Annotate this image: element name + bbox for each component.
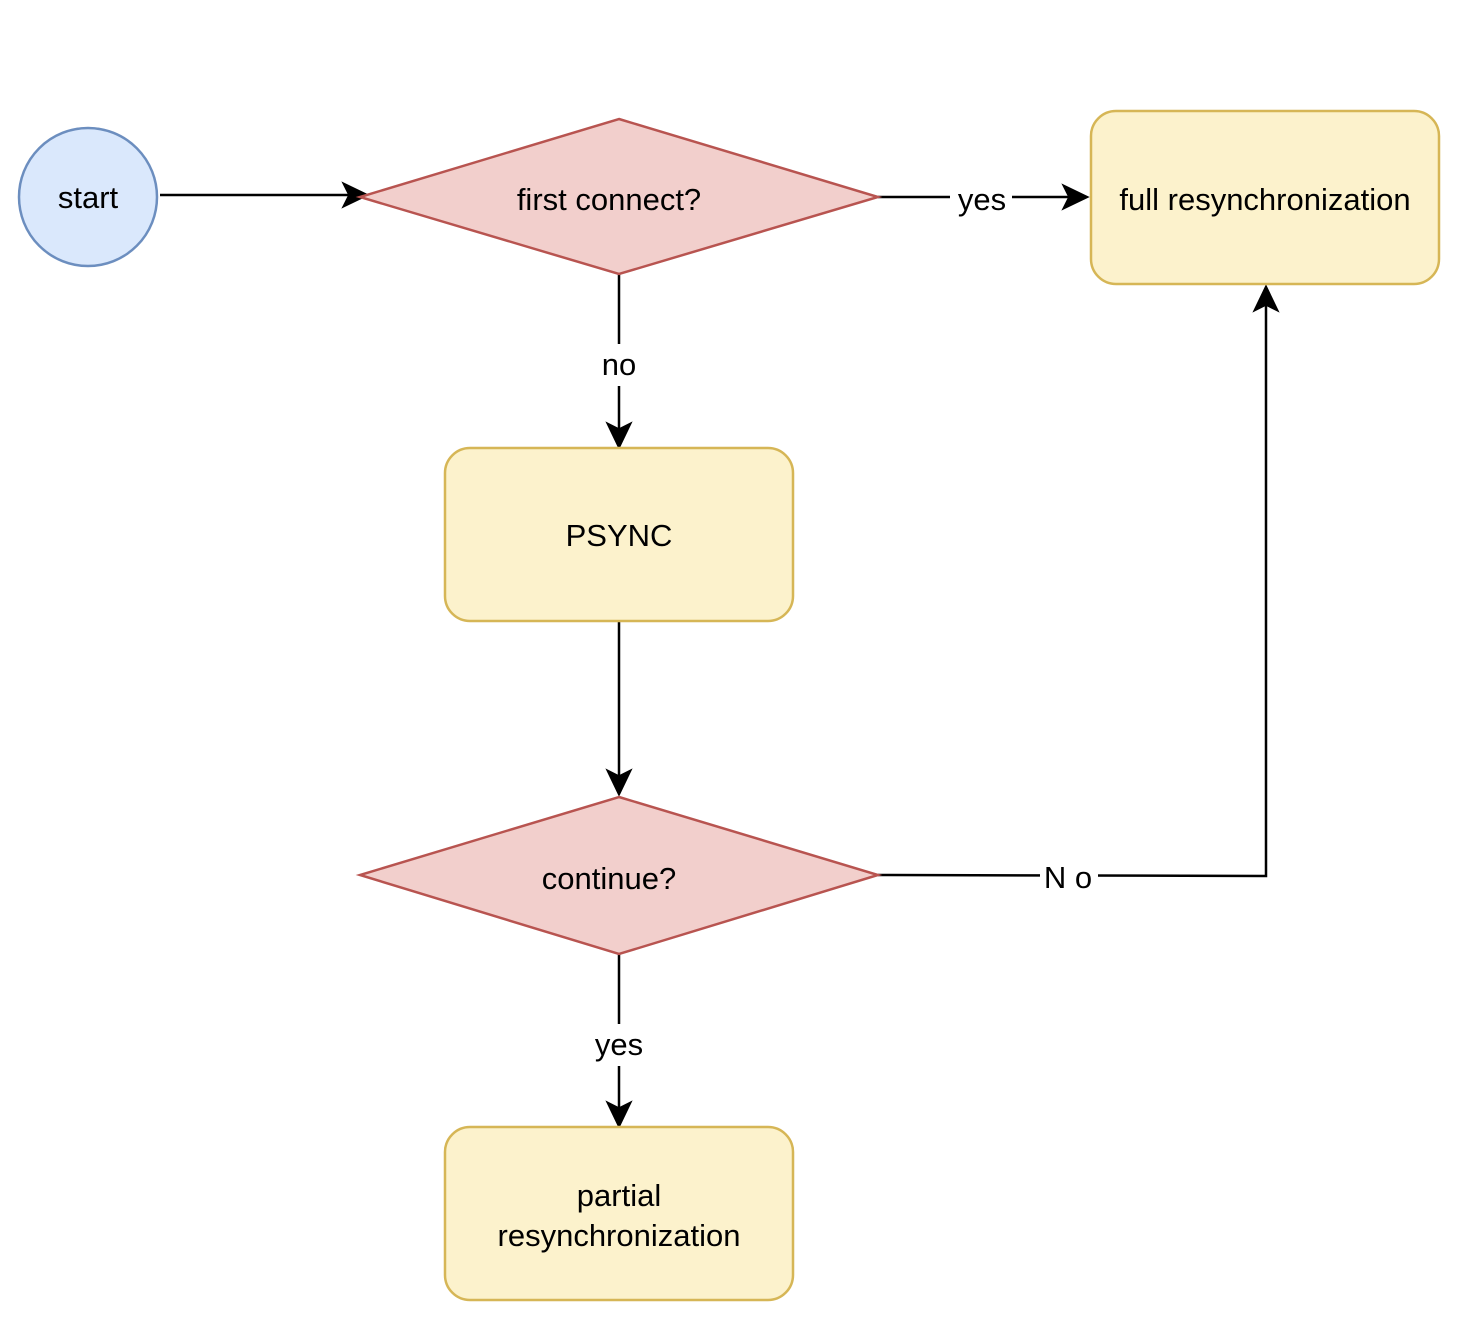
decision-diamond [355, 795, 883, 956]
arrow-head [1061, 183, 1090, 211]
edge-label-no-right: N o [1044, 860, 1092, 895]
partial-resync-label-line1: partial [577, 1178, 661, 1213]
edge-first-connect-yes: yes [878, 180, 1090, 217]
first-connect-label: first connect? [517, 182, 701, 217]
edge-label-no: no [602, 347, 636, 382]
node-partial-resynchronization: partial resynchronization [443, 1125, 795, 1302]
edge-continue-no: N o [877, 284, 1280, 895]
process-box [443, 446, 795, 623]
arrow-head [341, 181, 370, 209]
edge-first-connect-no: no [594, 274, 644, 450]
start-circle [17, 126, 159, 268]
node-continue-decision: continue? [355, 795, 883, 956]
arrow-head [605, 1100, 633, 1129]
continue-label: continue? [542, 861, 676, 896]
partial-resync-label-line2: resynchronization [498, 1218, 741, 1253]
arrow-head [605, 768, 633, 797]
psync-label: PSYNC [566, 518, 673, 553]
arrow-head [605, 421, 633, 450]
edge-start-to-first-connect [160, 181, 370, 209]
node-full-resynchronization: full resynchronization [1089, 109, 1441, 286]
decision-diamond [355, 117, 883, 276]
process-box [1089, 109, 1441, 286]
edge-psync-to-continue [605, 621, 633, 797]
full-resync-label: full resynchronization [1119, 182, 1410, 217]
node-first-connect-decision: first connect? [355, 117, 883, 276]
node-psync: PSYNC [443, 446, 795, 623]
edge-label-yes-bottom: yes [595, 1027, 643, 1062]
edge-continue-yes: yes [588, 954, 650, 1129]
arrow-head [1252, 284, 1280, 313]
start-label: start [58, 180, 119, 215]
process-box [443, 1125, 795, 1302]
edge-label-yes-top: yes [958, 182, 1006, 217]
node-start: start [17, 126, 159, 268]
